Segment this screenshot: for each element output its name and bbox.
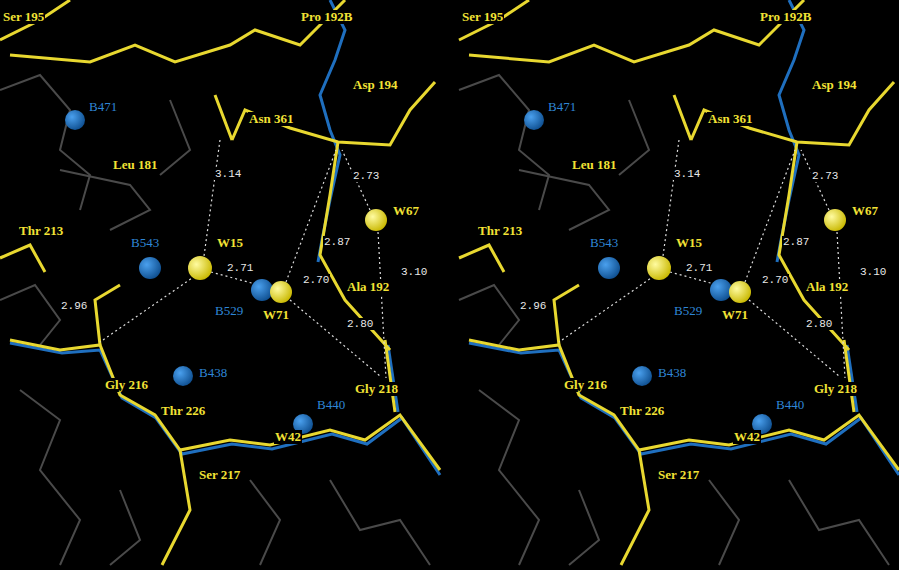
residue-label: W15 [216, 236, 244, 250]
residue-label: Thr 213 [18, 224, 64, 238]
water-spheres [65, 110, 387, 434]
distance-label: 2.87 [782, 236, 810, 248]
residue-label: Thr 226 [160, 404, 206, 418]
distance-label: 2.70 [302, 274, 330, 286]
distance-label: 2.96 [519, 300, 547, 312]
distance-label: 2.70 [761, 274, 789, 286]
residue-label: W67 [851, 204, 879, 218]
residue-label: Gly 216 [563, 378, 608, 392]
stereo-panel [459, 0, 899, 565]
yellow-backbone [0, 0, 440, 565]
residue-label: Ser 195 [461, 10, 504, 24]
water-label: B440 [316, 398, 346, 412]
distance-label: 3.14 [214, 168, 242, 180]
distance-label: 2.71 [685, 262, 713, 274]
residue-label: Asn 361 [248, 112, 294, 126]
residue-label: W42 [733, 430, 761, 444]
background-sticks [0, 75, 430, 565]
distance-label: 2.71 [226, 262, 254, 274]
water-label: B529 [214, 304, 244, 318]
distance-label: 2.80 [346, 318, 374, 330]
water-label: B471 [547, 100, 577, 114]
residue-label: Ala 192 [346, 280, 390, 294]
residue-label: Leu 181 [112, 158, 158, 172]
residue-label: Pro 192B [759, 10, 812, 24]
stereo-panel [0, 0, 440, 565]
distance-label: 3.10 [400, 266, 428, 278]
distance-label: 2.96 [60, 300, 88, 312]
water-label: B543 [130, 236, 160, 250]
blue-backbone [10, 0, 440, 475]
residue-label: Thr 226 [619, 404, 665, 418]
residue-label: Asn 361 [707, 112, 753, 126]
residue-label: Gly 216 [104, 378, 149, 392]
water-label: B471 [88, 100, 118, 114]
residue-label: W71 [262, 308, 290, 322]
water-label: B440 [775, 398, 805, 412]
residue-label: Ser 217 [198, 468, 241, 482]
residue-label: Ala 192 [805, 280, 849, 294]
residue-label: Leu 181 [571, 158, 617, 172]
residue-label: W71 [721, 308, 749, 322]
distance-label: 3.10 [859, 266, 887, 278]
residue-label: Thr 213 [477, 224, 523, 238]
distance-label: 2.73 [811, 170, 839, 182]
residue-label: W42 [274, 430, 302, 444]
residue-label: Ser 217 [657, 468, 700, 482]
residue-label: Asp 194 [811, 78, 857, 92]
distance-label: 3.14 [673, 168, 701, 180]
residue-label: W67 [392, 204, 420, 218]
residue-label: W15 [675, 236, 703, 250]
distance-label: 2.73 [352, 170, 380, 182]
residue-label: Gly 218 [813, 382, 858, 396]
residue-label: Ser 195 [2, 10, 45, 24]
residue-label: Asp 194 [352, 78, 398, 92]
distance-label: 2.80 [805, 318, 833, 330]
residue-label: Pro 192B [300, 10, 353, 24]
hydrogen-bonds [100, 140, 386, 378]
water-label: B438 [657, 366, 687, 380]
distance-label: 2.87 [323, 236, 351, 248]
residue-label: Gly 218 [354, 382, 399, 396]
water-label: B543 [589, 236, 619, 250]
water-label: B529 [673, 304, 703, 318]
water-label: B438 [198, 366, 228, 380]
